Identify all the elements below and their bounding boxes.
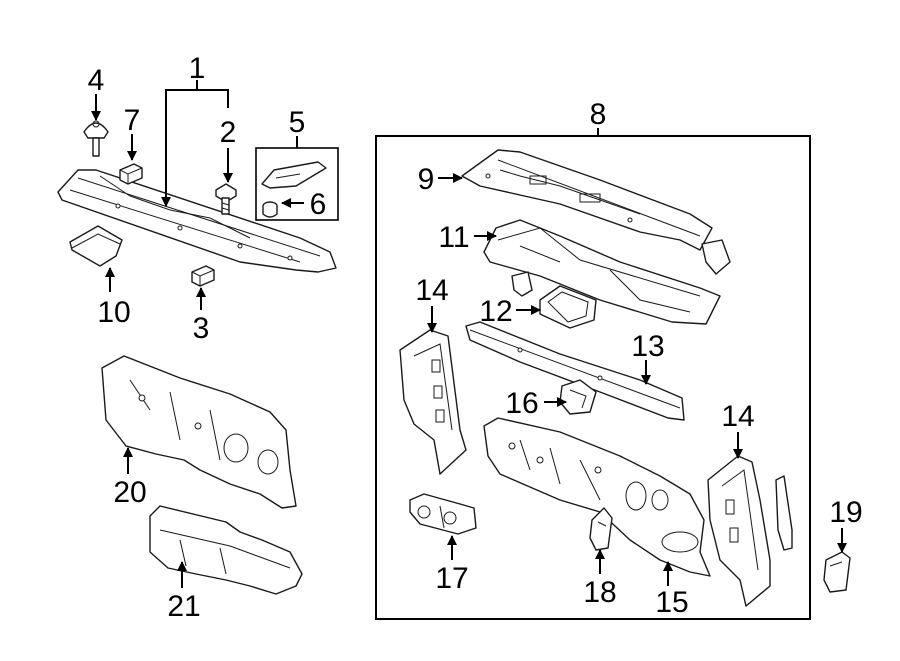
callout-11: 11 — [438, 221, 469, 254]
callout-16: 16 — [505, 387, 538, 420]
callout-19: 19 — [829, 496, 862, 529]
callout-14-right: 14 — [721, 400, 754, 433]
dash-insulator-part — [101, 355, 297, 509]
callout-14-left: 14 — [415, 274, 448, 307]
callout-9: 9 — [418, 163, 435, 196]
pillar-part-right — [707, 455, 793, 607]
bolt-part — [215, 183, 237, 215]
push-clip-part — [83, 120, 109, 157]
block-part-7 — [119, 163, 143, 185]
small-bracket-part — [511, 271, 533, 297]
callout-1: 1 — [189, 52, 206, 85]
callout-15: 15 — [655, 586, 688, 619]
callout-20: 20 — [113, 476, 146, 509]
lower-cowl-part — [483, 219, 721, 325]
clip-part-3 — [191, 265, 215, 287]
seal-bracket-part — [261, 161, 327, 189]
bushing-part — [262, 201, 278, 218]
callout-3: 3 — [193, 312, 210, 345]
floor-insulator-part — [149, 505, 303, 595]
dash-panel-part — [483, 417, 711, 577]
callout-12: 12 — [479, 295, 512, 328]
trim-piece-part — [69, 225, 123, 267]
leader-lines — [91, 80, 847, 588]
callout-10: 10 — [97, 296, 130, 329]
callout-6: 6 — [310, 188, 327, 221]
callout-4: 4 — [88, 64, 105, 97]
brace-part-18 — [589, 507, 613, 551]
callout-8: 8 — [590, 98, 607, 131]
callout-7: 7 — [124, 104, 141, 137]
cowl-panel-part — [57, 169, 337, 273]
bracket-part-17 — [409, 493, 477, 535]
bracket-part-19 — [823, 551, 851, 593]
callout-18: 18 — [583, 576, 616, 609]
assembly-box — [375, 135, 811, 620]
cross-bar-part — [465, 321, 685, 421]
callout-5: 5 — [289, 106, 306, 139]
callout-21: 21 — [167, 590, 200, 623]
pillar-part-left — [399, 329, 467, 475]
upper-cowl-part — [461, 149, 713, 251]
cowl-bracket-part — [701, 239, 731, 275]
callout-13: 13 — [631, 330, 664, 363]
callout-17: 17 — [435, 562, 468, 595]
callout-2: 2 — [220, 116, 237, 149]
callout-labels: 1 2 3 4 5 6 7 8 9 10 11 12 13 14 15 16 1… — [88, 52, 863, 623]
